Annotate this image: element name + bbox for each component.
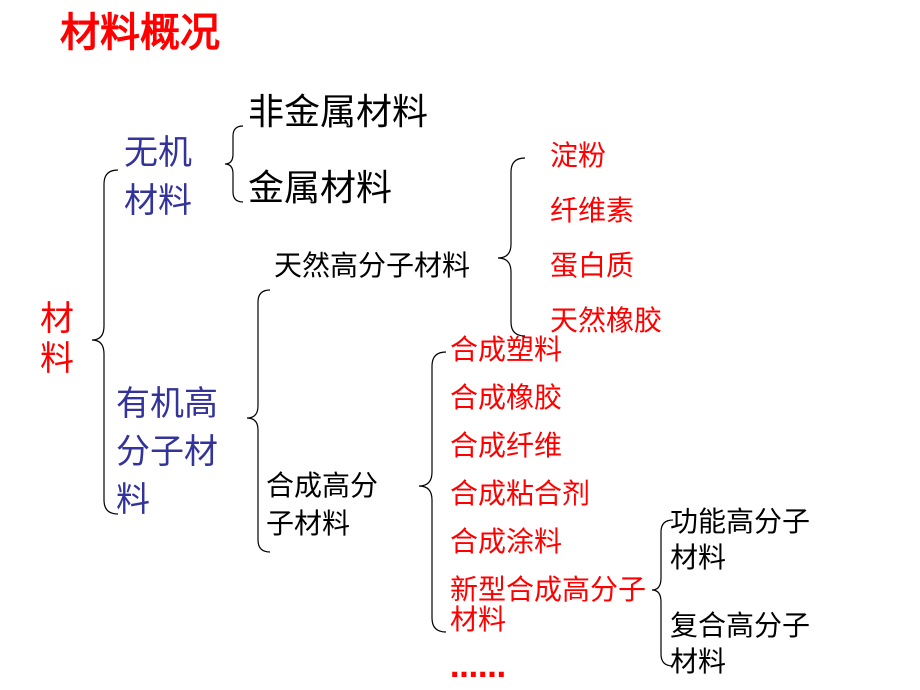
inorganic-item: 金属材料: [248, 168, 393, 209]
natural-item: 淀粉: [550, 139, 607, 172]
natural-label: 天然高分子材料: [274, 249, 471, 282]
natural-item: 天然橡胶: [550, 304, 663, 337]
synthetic-item: 合成塑料: [450, 333, 563, 366]
new-type-line1: 新型合成高分子: [450, 573, 647, 606]
page-title: 材料概况: [60, 10, 220, 56]
synthetic-brace: [418, 351, 447, 633]
natural-item: 纤维素: [550, 194, 635, 227]
functional-line2: 材料: [670, 541, 727, 574]
synthetic-item: 合成纤维: [450, 429, 563, 462]
organic-label-line3: 料: [116, 480, 150, 520]
functional-line1: 功能高分子: [670, 505, 811, 538]
organic-label-line2: 分子材: [116, 432, 218, 472]
ellipsis: ……: [450, 651, 506, 684]
root-label-line2: 料: [40, 339, 74, 379]
inorganic-label-line2: 材料: [124, 181, 192, 221]
root-brace: [91, 169, 119, 515]
natural-item: 蛋白质: [550, 249, 635, 282]
composite-line2: 材料: [670, 645, 727, 678]
synthetic-item: 合成粘合剂: [450, 477, 591, 510]
synthetic-item: 合成橡胶: [450, 381, 563, 414]
new-type-line2: 材料: [450, 603, 507, 636]
synthetic-label-line2: 子材料: [266, 507, 351, 540]
inorganic-brace: [224, 125, 244, 203]
inorganic-label-line1: 无机: [124, 133, 192, 173]
synthetic-label-line1: 合成高分: [266, 469, 379, 502]
inorganic-item: 非金属材料: [248, 92, 429, 133]
synthetic-item: 合成涂料: [450, 525, 563, 558]
composite-line1: 复合高分子: [670, 609, 811, 642]
new-type-brace: [651, 519, 674, 667]
organic-label-line1: 有机高: [116, 384, 218, 424]
root-label-line1: 材: [40, 299, 74, 339]
natural-brace: [497, 157, 526, 337]
organic-brace: [246, 289, 271, 553]
